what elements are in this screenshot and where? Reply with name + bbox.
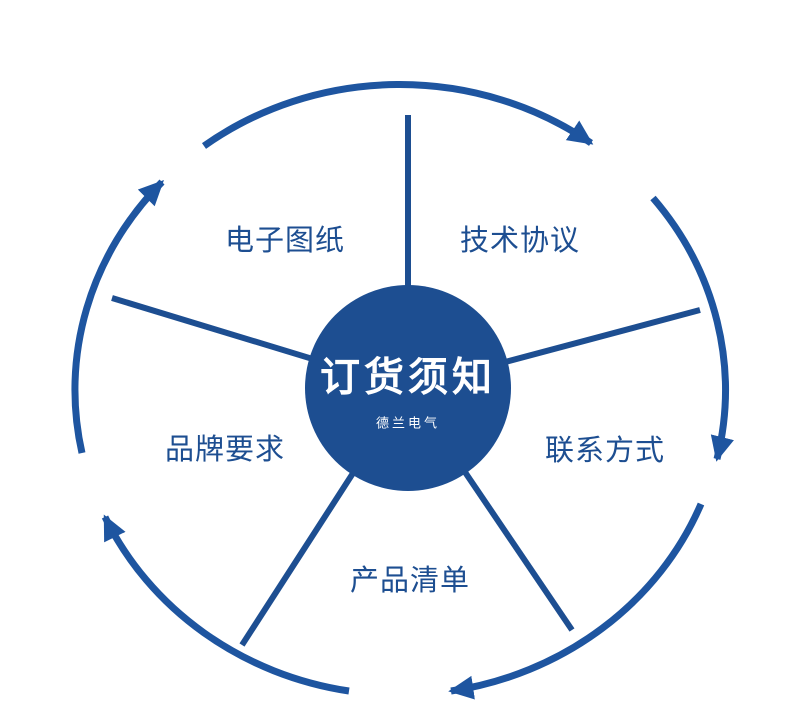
node-label-brand-requirements: 品牌要求 [164,434,286,466]
cycle-arrow-bottom-right [448,502,705,700]
center-subtitle: 德兰电气 [375,415,440,431]
node-label-contact-info: 联系方式 [544,435,666,467]
cycle-arrow-top [201,81,594,149]
center-title: 订货须知 [320,355,496,400]
cycle-arrow-right [650,195,734,462]
cycle-arrow-left [71,179,165,454]
node-label-electronic-drawings: 电子图纸 [224,225,346,257]
node-label-product-list: 产品清单 [349,565,471,597]
cycle-arrow-bottom-left [101,514,350,695]
center-hub: 订货须知 德兰电气 [320,345,496,432]
node-label-technical-agreement: 技术协议 [459,225,581,257]
cycle-arrows [71,81,734,700]
center-circle [305,285,511,491]
